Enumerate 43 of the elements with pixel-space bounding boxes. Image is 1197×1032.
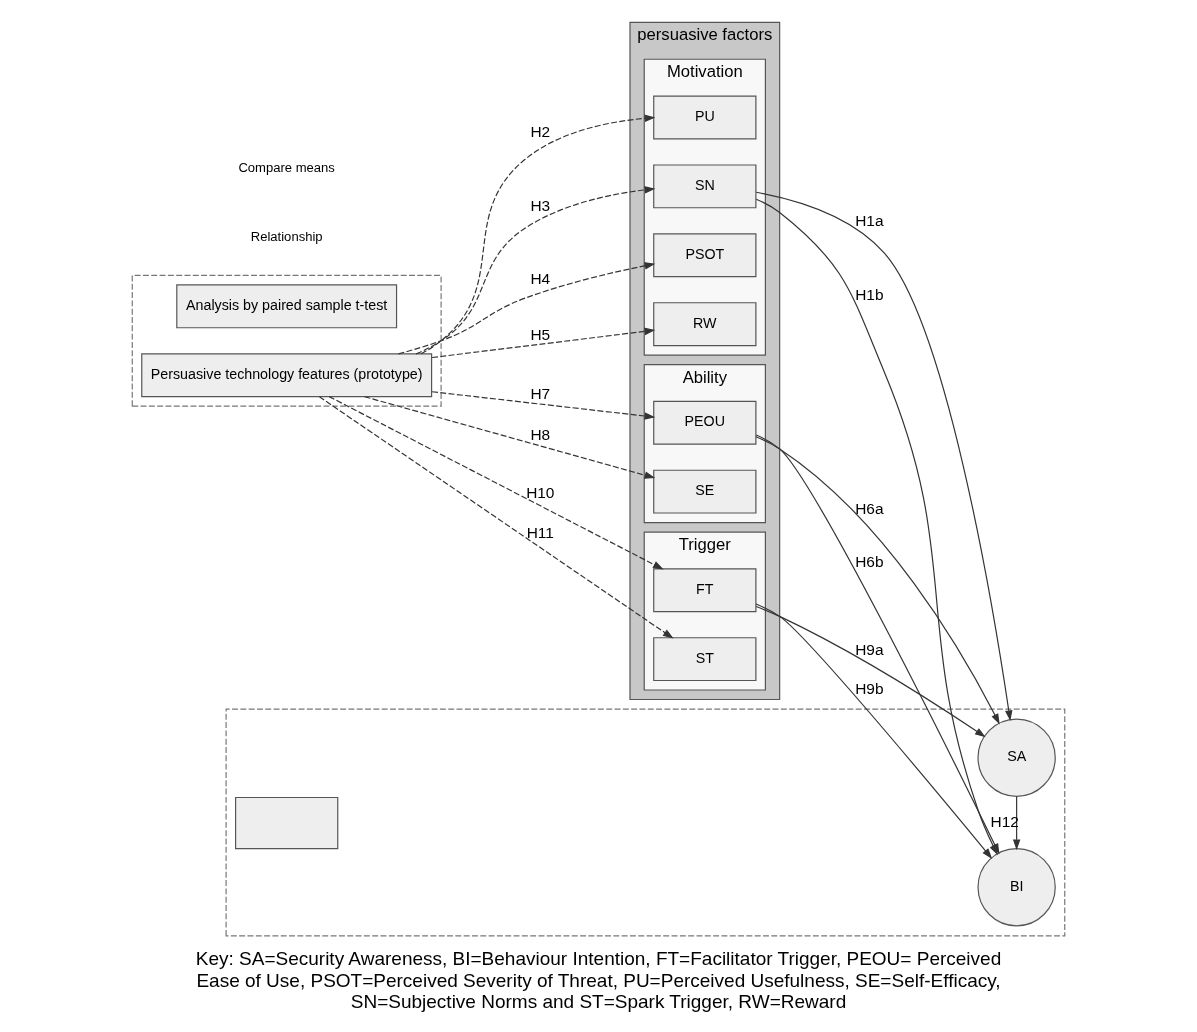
arrow: [431, 327, 656, 359]
arrow: [318, 396, 674, 639]
edge-label: H4: [530, 270, 551, 288]
edge-label: H8: [530, 425, 551, 443]
arrow: [397, 262, 656, 355]
arrow: [431, 391, 656, 420]
node-box: ST: [653, 637, 757, 682]
node-circle: SA: [977, 718, 1056, 797]
arrow: [328, 396, 664, 570]
node-box: RW: [653, 302, 757, 347]
node-box: FT: [653, 568, 757, 613]
node-box: Persuasive technology features (prototype): [141, 353, 433, 398]
node-box: SN: [653, 164, 757, 209]
edge-label: H5: [530, 326, 551, 344]
node-box: PSOT: [653, 233, 757, 278]
legend-label: Compare means: [238, 159, 335, 175]
edge-label: H6a: [855, 499, 884, 517]
arrow: [755, 603, 993, 859]
arrow: [420, 114, 656, 355]
edge-label: H2: [530, 122, 551, 140]
caption: Key: SA=Security Awareness, BI=Behaviour Intention, FT=Facilitator Trigger, PEOU= Perceived Ease of Use, PSOT=Perceived Severity of Threat, PU=Perceived Usefulness, SE=Self-Efficacy, SN=Subjective Norms and ST=Spark Trigger, RW=Reward: [195, 948, 1002, 1013]
edge-label: H9b: [855, 680, 884, 698]
node-box: Analysis by paired sample t-test: [176, 284, 398, 329]
edge-label: H6b: [855, 552, 884, 570]
arrow: [755, 436, 1000, 725]
arrow: [755, 605, 986, 738]
cluster: [131, 274, 442, 407]
arrow: [1012, 795, 1021, 851]
edge-label: H10: [526, 484, 555, 502]
arrow: [364, 396, 656, 479]
edge-label: H1b: [855, 285, 884, 303]
edge-label: H9a: [855, 640, 884, 658]
node-box: [235, 796, 339, 850]
edge-label: H1a: [855, 212, 884, 230]
edge-label: H7: [530, 385, 551, 403]
arrow: [755, 191, 1013, 722]
legend-label: Relationship: [250, 228, 323, 244]
node-box: PU: [653, 95, 757, 140]
arrow: [415, 186, 656, 355]
node-box: PEOU: [653, 400, 757, 445]
edge-label: H11: [526, 524, 554, 542]
node-box: SE: [653, 469, 757, 514]
edge-label: H3: [530, 196, 551, 214]
